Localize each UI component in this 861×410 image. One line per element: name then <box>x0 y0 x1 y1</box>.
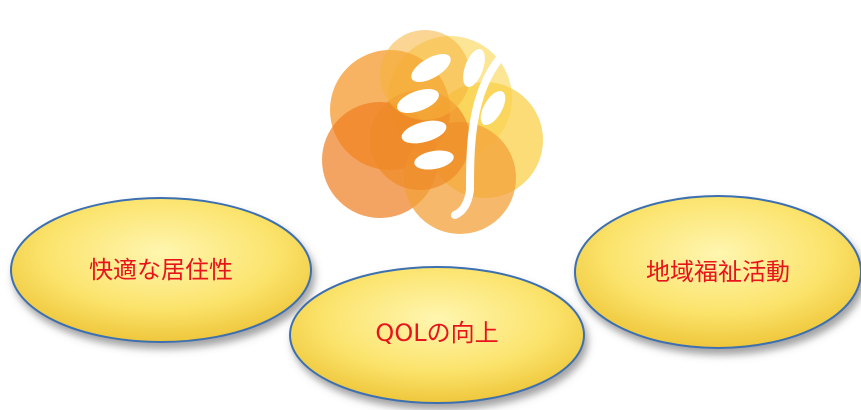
ellipse-right <box>574 195 861 349</box>
label-qol-improvement: QOLの向上 <box>375 319 499 347</box>
ellipse-left <box>10 197 312 343</box>
label-community-welfare: 地域福祉活動 <box>646 258 790 286</box>
ellipse-center <box>289 266 585 404</box>
label-comfortable-living: 快適な居住性 <box>89 256 233 284</box>
wheat-sprig-icon <box>397 48 506 219</box>
wheat-logo <box>322 30 543 234</box>
